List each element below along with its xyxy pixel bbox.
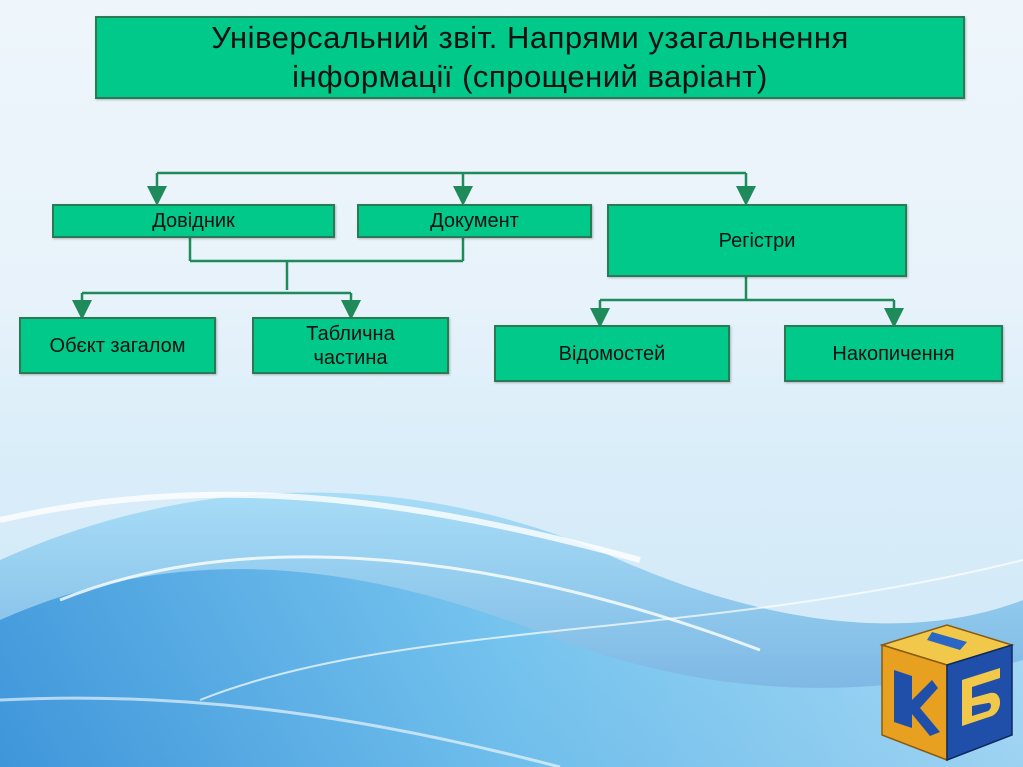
node-obiekt: Обєкт загалом [19,317,216,374]
slide-title-line-2: інформації (спрощений варіант) [292,58,768,94]
node-dovidnyk-label: Довідник [152,210,235,232]
slide-title: Універсальний звіт. Напрями узагальнення… [95,16,965,99]
node-nakopychennia-label: Накопичення [832,342,955,365]
node-obiekt-label: Обєкт загалом [49,334,186,357]
node-tablychna-line-2: частина [313,346,388,369]
slide-title-line-1: Універсальний звіт. Напрями узагальнення [211,19,849,55]
kb-cube-logo-icon [879,624,1015,762]
node-dovidnyk: Довідник [52,204,335,238]
node-dokument: Документ [357,204,592,238]
node-vidomostei: Відомостей [494,325,730,382]
node-tablychna: Таблична частина [252,317,449,374]
node-registry: Регістри [607,204,907,277]
node-tablychna-line-1: Таблична [306,322,395,345]
node-nakopychennia: Накопичення [784,325,1003,382]
node-registry-label: Регістри [718,229,796,252]
node-dokument-label: Документ [430,210,519,232]
node-vidomostei-label: Відомостей [558,342,666,365]
